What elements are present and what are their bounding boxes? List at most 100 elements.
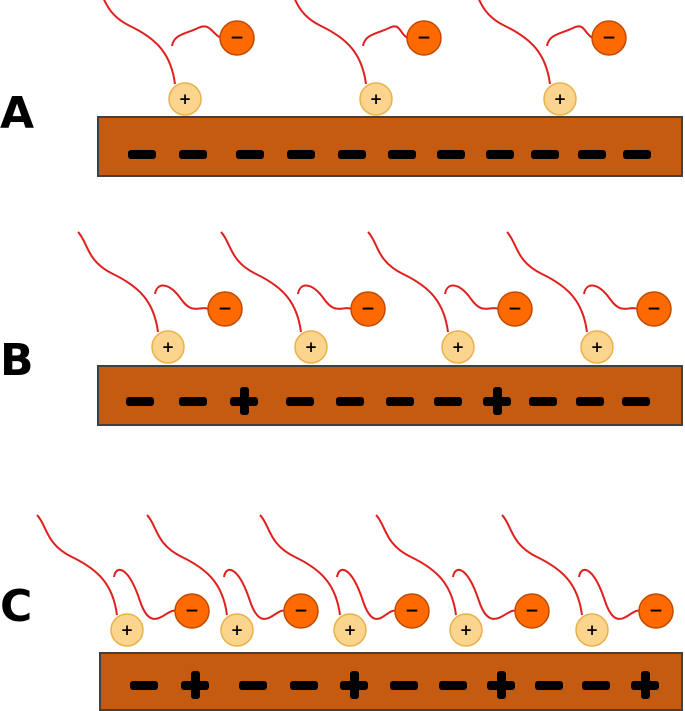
anion-link bbox=[578, 568, 641, 620]
anion-link bbox=[297, 284, 353, 310]
anion-sign: − bbox=[185, 601, 199, 621]
anion-link bbox=[171, 25, 222, 47]
negative-charge: − bbox=[486, 150, 514, 159]
cation-sign: + bbox=[591, 338, 604, 356]
negative-charge: − bbox=[286, 397, 314, 406]
cation-sign: + bbox=[231, 621, 244, 639]
anion-head bbox=[406, 20, 442, 56]
anion-sign: − bbox=[230, 28, 244, 48]
positive-charge: + bbox=[631, 671, 659, 699]
cation-head bbox=[294, 330, 328, 364]
tail-chain bbox=[501, 514, 583, 616]
negative-charge: − bbox=[239, 681, 267, 690]
anion-sign: − bbox=[405, 601, 419, 621]
tail-chain bbox=[220, 231, 302, 333]
surfactant-molecule: +− bbox=[367, 231, 533, 364]
positive-charge: + bbox=[340, 671, 368, 699]
panel-c-surface-charges: −+−−+−−+−−+ bbox=[130, 671, 659, 699]
negative-charge: − bbox=[622, 397, 650, 406]
cation-sign: + bbox=[452, 338, 465, 356]
negative-charge: − bbox=[179, 150, 207, 159]
surfactant-molecule: +− bbox=[478, 0, 627, 116]
tail-chain bbox=[367, 231, 449, 333]
negative-charge: − bbox=[439, 681, 467, 690]
anion-sign: − bbox=[508, 299, 522, 319]
negative-charge: − bbox=[126, 397, 154, 406]
cation-head bbox=[151, 330, 185, 364]
anion-head bbox=[514, 593, 550, 629]
anion-link bbox=[452, 568, 517, 620]
anion-link bbox=[336, 568, 397, 620]
anion-head bbox=[394, 593, 430, 629]
panel-a-molecules: +−+−+− bbox=[103, 0, 627, 116]
anion-head bbox=[207, 291, 243, 327]
tail-chain bbox=[103, 0, 176, 85]
cation-sign: + bbox=[344, 621, 357, 639]
positive-charge: + bbox=[181, 671, 209, 699]
anion-head bbox=[638, 593, 674, 629]
anion-sign: − bbox=[649, 601, 663, 621]
cation-sign: + bbox=[179, 90, 192, 108]
panel-a-surface bbox=[97, 116, 683, 177]
panel-b-surface bbox=[97, 365, 683, 426]
anion-link bbox=[546, 25, 594, 47]
tail-chain bbox=[77, 231, 159, 333]
anion-sign: − bbox=[525, 601, 539, 621]
surfactant-molecule: +− bbox=[103, 0, 255, 116]
panel-b-molecules: +−+−+−+− bbox=[77, 231, 672, 364]
cation-head bbox=[333, 613, 367, 647]
surfactant-molecule: +− bbox=[501, 514, 674, 647]
surfactant-molecule: +− bbox=[77, 231, 243, 364]
surfactant-molecule: +− bbox=[375, 514, 550, 647]
negative-charge: − bbox=[623, 150, 651, 159]
panel-b-surface-charges: −−+−−−−+−−− bbox=[126, 387, 650, 415]
anion-link bbox=[154, 284, 210, 310]
anion-sign: − bbox=[647, 299, 661, 319]
surfactant-molecule: +− bbox=[36, 514, 210, 647]
tail-chain bbox=[259, 514, 341, 616]
negative-charge: − bbox=[576, 397, 604, 406]
negative-charge: − bbox=[437, 150, 465, 159]
anion-sign: − bbox=[218, 299, 232, 319]
anion-link bbox=[223, 568, 286, 620]
negative-charge: − bbox=[434, 397, 462, 406]
anion-link bbox=[444, 284, 500, 310]
panel-a-label: A bbox=[0, 88, 34, 139]
panel-c-molecules: +−+−+−+−+− bbox=[36, 514, 674, 647]
negative-charge: − bbox=[128, 150, 156, 159]
anion-head bbox=[350, 291, 386, 327]
cation-sign: + bbox=[586, 621, 599, 639]
tail-chain bbox=[478, 0, 551, 85]
anion-sign: − bbox=[294, 601, 308, 621]
cation-sign: + bbox=[305, 338, 318, 356]
surfactant-molecule: +− bbox=[146, 514, 319, 647]
anion-head bbox=[174, 593, 210, 629]
cation-head bbox=[543, 82, 577, 116]
cation-sign: + bbox=[554, 90, 567, 108]
surfactant-molecule: +− bbox=[259, 514, 430, 647]
negative-charge: − bbox=[386, 397, 414, 406]
tail-chain bbox=[294, 0, 367, 85]
negative-charge: − bbox=[130, 681, 158, 690]
cation-sign: + bbox=[121, 621, 134, 639]
panel-a: A +−+−+− −−−−−−−−−−− bbox=[0, 0, 683, 177]
negative-charge: − bbox=[535, 681, 563, 690]
cation-head bbox=[168, 82, 202, 116]
negative-charge: − bbox=[336, 397, 364, 406]
anion-sign: − bbox=[361, 299, 375, 319]
negative-charge: − bbox=[236, 150, 264, 159]
cation-head bbox=[580, 330, 614, 364]
surfactant-molecule: +− bbox=[220, 231, 386, 364]
anion-sign: − bbox=[417, 28, 431, 48]
negative-charge: − bbox=[388, 150, 416, 159]
cation-head bbox=[110, 613, 144, 647]
panel-b: B +−+−+−+− −−+−−−−+−−− bbox=[0, 231, 683, 426]
panel-b-label: B bbox=[0, 335, 34, 386]
cation-head bbox=[575, 613, 609, 647]
negative-charge: − bbox=[290, 681, 318, 690]
positive-charge: + bbox=[483, 387, 511, 415]
anion-head bbox=[591, 20, 627, 56]
cation-sign: + bbox=[162, 338, 175, 356]
tail-chain bbox=[146, 514, 228, 616]
